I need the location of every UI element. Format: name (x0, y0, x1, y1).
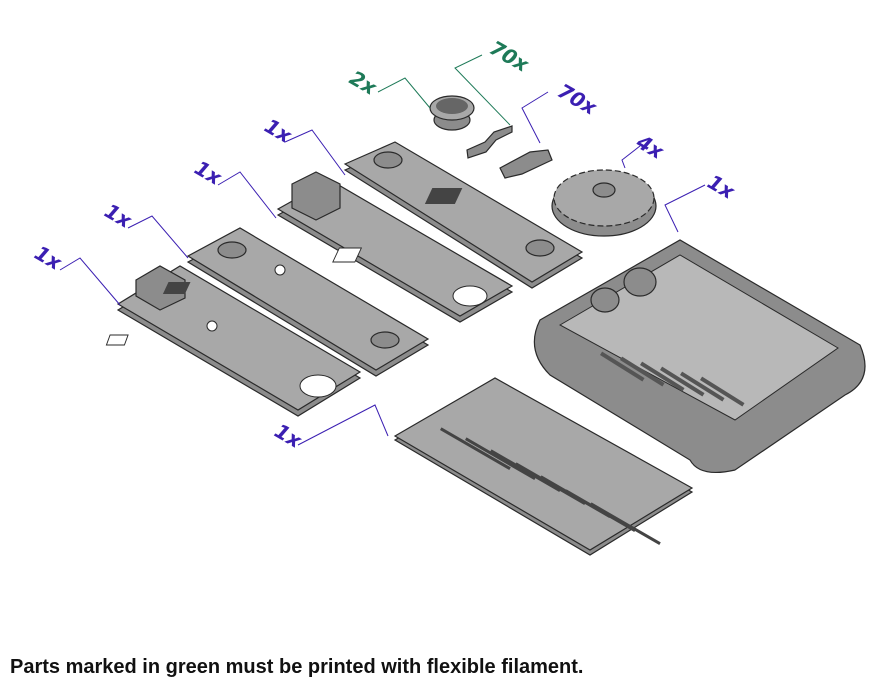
plate-c-part (162, 227, 430, 377)
svg-text:70x: 70x (486, 36, 534, 78)
svg-text:1x: 1x (704, 170, 740, 205)
svg-text:4x: 4x (632, 129, 669, 164)
qty-label-grid-plate: 1x (271, 419, 307, 454)
leader-line-cup (377, 77, 431, 109)
housing-part (533, 239, 866, 473)
flexible-clip-part (466, 125, 513, 159)
qty-label-rigid-clip: 70x (554, 79, 602, 121)
leader-line-housing (664, 184, 706, 233)
cup-part (429, 95, 475, 131)
plate-b-part (276, 171, 514, 323)
rigid-clip-part (499, 149, 553, 179)
qty-label-flex-clip: 70x (486, 36, 534, 78)
qty-label-plate-d: 1x (31, 241, 67, 276)
plate-a-part (343, 141, 584, 289)
leader-line-flex-clip (454, 54, 511, 126)
qty-label-plate-b: 1x (191, 156, 227, 191)
svg-text:1x: 1x (271, 419, 307, 454)
qty-label-cup: 2x (346, 66, 382, 101)
leader-line-knob (621, 145, 641, 169)
exploded-parts-diagram: 2x 70x 70x 4x 1x 1x 1x 1x 1x 1x (31, 36, 866, 556)
qty-label-housing: 1x (704, 170, 740, 205)
figure-caption: Parts marked in green must be printed wi… (10, 656, 584, 678)
grid-plate-part (393, 377, 694, 556)
qty-label-plate-a: 1x (261, 114, 297, 149)
svg-text:2x: 2x (346, 66, 382, 101)
qty-label-knob: 4x (632, 129, 669, 164)
svg-text:1x: 1x (31, 241, 67, 276)
svg-text:70x: 70x (554, 79, 602, 121)
qty-label-plate-c: 1x (101, 199, 137, 234)
leader-line-grid-plate (297, 404, 389, 446)
leader-line-plate-a (284, 129, 346, 176)
leader-line-plate-b (217, 171, 277, 219)
plate-d-part (105, 265, 362, 417)
leader-line-plate-d (59, 257, 121, 306)
svg-text:1x: 1x (191, 156, 227, 191)
svg-text:1x: 1x (101, 199, 137, 234)
knob-part (551, 169, 657, 237)
svg-text:1x: 1x (261, 114, 297, 149)
leader-line-plate-c (127, 215, 189, 259)
leader-line-rigid-clip (521, 91, 549, 144)
